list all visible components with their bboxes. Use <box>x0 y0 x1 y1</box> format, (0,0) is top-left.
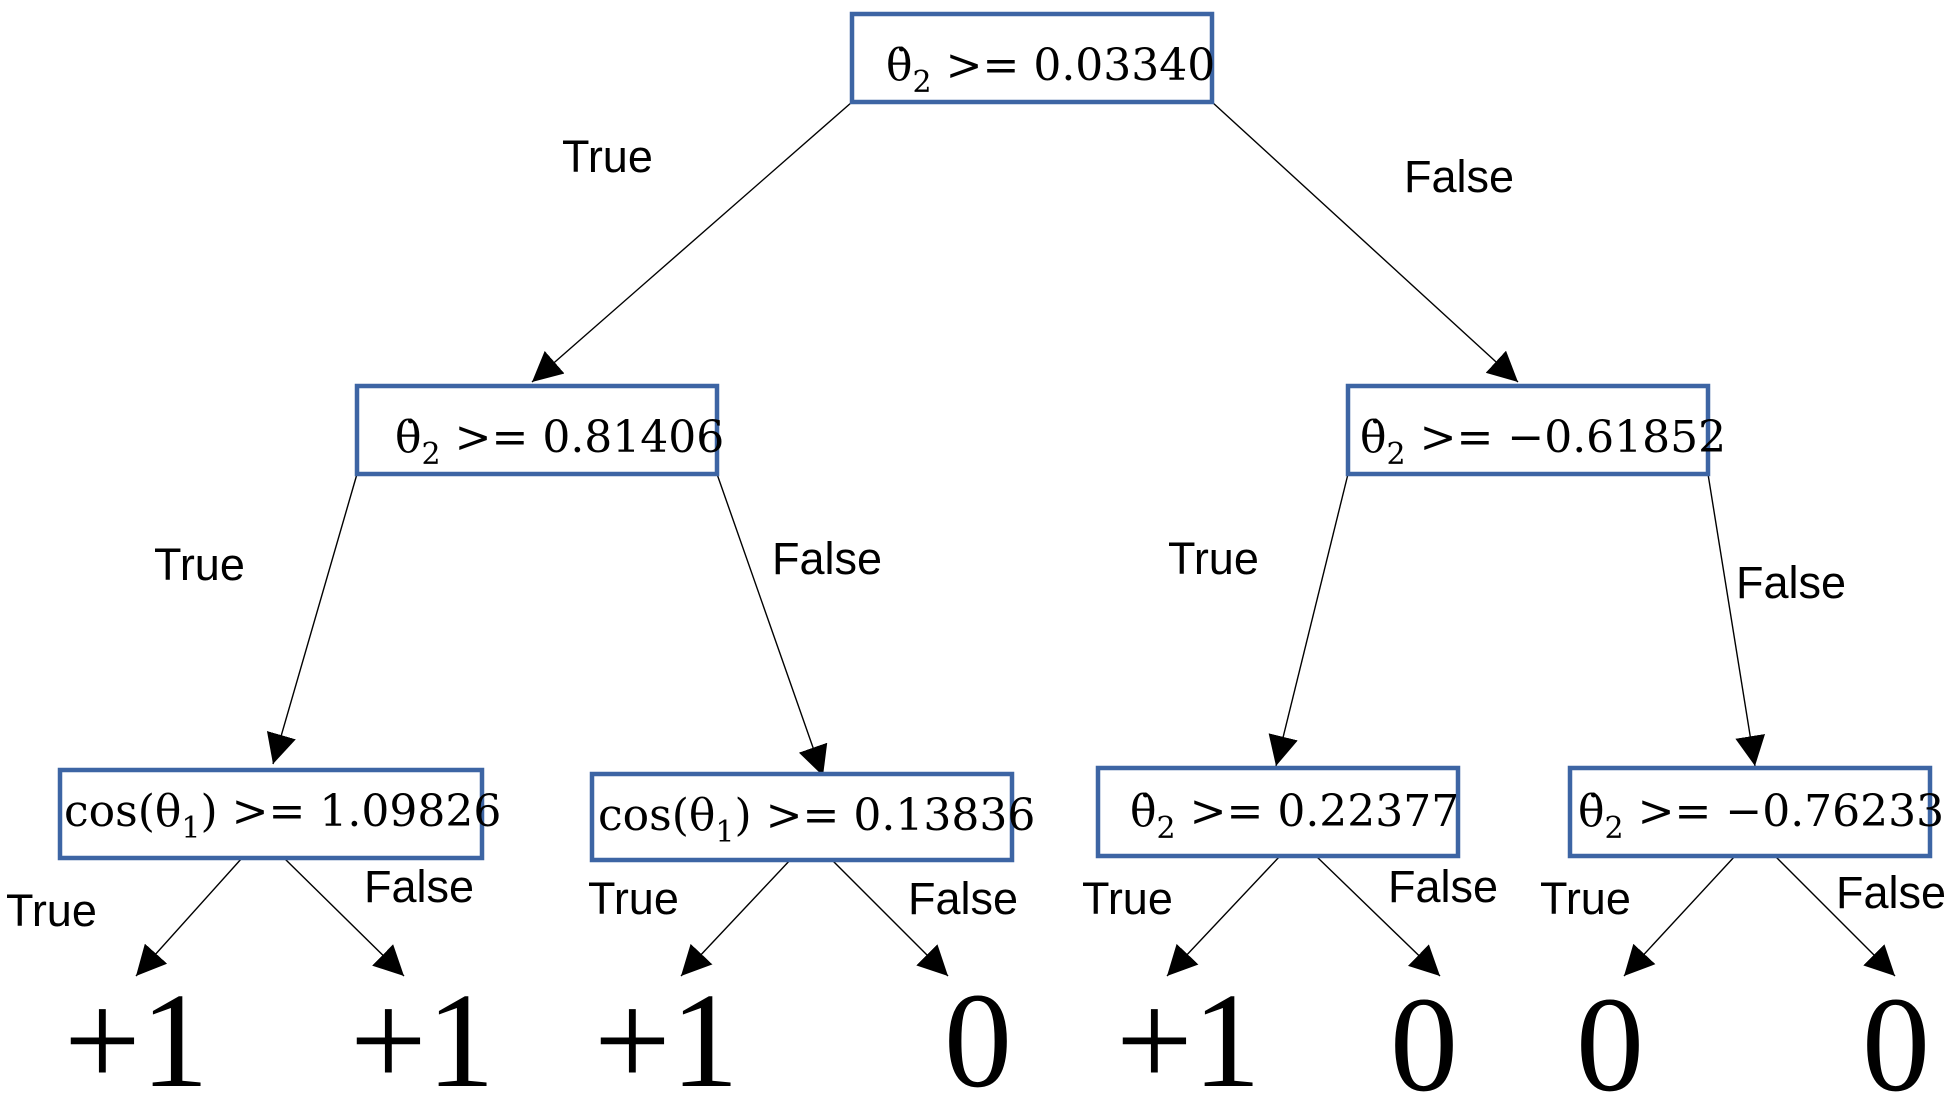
edge-rl-true <box>1166 855 1281 977</box>
node-rr: θ̇2 >= −0.76233 <box>1567 765 1944 859</box>
edge-l-true <box>266 473 358 765</box>
node-lr-close: ) <box>734 790 751 841</box>
edge-label-rr-true: True <box>1540 873 1631 924</box>
edge-label-lr-false: False <box>908 873 1018 924</box>
edge-label-l-false: False <box>772 533 882 584</box>
leaf-6: 0 <box>1390 970 1458 1108</box>
svg-text:cos(θ1)>=1.09826: cos(θ1) >= 1.09826 <box>64 786 501 846</box>
svg-text:θ̇2>=−0.61852: θ̇2 >= −0.61852 <box>1360 412 1726 472</box>
node-ll-value: 1.09826 <box>319 786 501 837</box>
edge-label-rl-true: True <box>1082 873 1173 924</box>
edge-label-ll-false: False <box>364 861 474 912</box>
node-rl-var: θ̇ <box>1130 786 1157 837</box>
node-rr-var: θ̇ <box>1578 786 1605 837</box>
edge-rl-false <box>1315 855 1441 977</box>
node-root-sub: 2 <box>913 65 932 100</box>
node-l-value: 0.81406 <box>542 412 724 463</box>
node-rl-sub: 2 <box>1157 811 1176 846</box>
svg-text:cos(θ1)>=0.13836: cos(θ1) >= 0.13836 <box>598 790 1035 850</box>
edge-label-root-true: True <box>562 131 653 182</box>
leaf-4: 0 <box>944 966 1012 1108</box>
svg-text:θ̇2>=0.03340: θ̇2 >= 0.03340 <box>886 40 1215 100</box>
node-rl-value: 0.22377 <box>1277 786 1459 837</box>
node-root-op: >= <box>946 40 1020 91</box>
edge-label-ll-true: True <box>6 885 97 936</box>
node-l-sub: 2 <box>422 437 441 472</box>
node-rr-value: −0.76233 <box>1725 786 1944 837</box>
node-r-op: >= <box>1420 412 1494 463</box>
edge-rr-false <box>1774 855 1896 977</box>
node-r-value: −0.61852 <box>1507 412 1726 463</box>
edge-label-root-false: False <box>1404 151 1514 202</box>
node-root-value: 0.03340 <box>1033 40 1215 91</box>
node-r-sub: 2 <box>1387 437 1406 472</box>
edge-label-rr-false: False <box>1836 867 1946 918</box>
node-ll-close: ) <box>200 786 217 837</box>
node-lr-fn: cos(θ <box>598 790 715 841</box>
edge-lr-false <box>829 857 949 977</box>
edge-r-false <box>1707 473 1766 767</box>
edge-label-r-false: False <box>1736 557 1846 608</box>
node-ll-fn: cos(θ <box>64 786 181 837</box>
node-root-var: θ̇ <box>886 40 913 91</box>
leaf-3: +1 <box>594 966 739 1108</box>
edge-l-false <box>716 473 828 777</box>
svg-text:θ̇2>=0.22377: θ̇2 >= 0.22377 <box>1130 786 1459 846</box>
node-ll: cos(θ1) >= 1.09826 <box>57 767 501 861</box>
node-rl: θ̇2 >= 0.22377 <box>1095 765 1461 859</box>
node-rr-sub: 2 <box>1605 811 1624 846</box>
edge-lr-true <box>680 857 793 977</box>
edge-ll-true <box>135 857 243 977</box>
leaf-8: 0 <box>1862 970 1930 1108</box>
node-lr-op: >= <box>766 790 840 841</box>
node-r: θ̇2 >= −0.61852 <box>1345 383 1726 477</box>
edge-ll-false <box>283 857 405 977</box>
edge-rr-true <box>1623 855 1736 977</box>
node-ll-op: >= <box>232 786 306 837</box>
edge-label-l-true: True <box>154 539 245 590</box>
node-r-var: θ̇ <box>1360 412 1387 463</box>
leaf-7: 0 <box>1576 970 1644 1108</box>
node-l: θ̇2 >= 0.81406 <box>354 383 724 477</box>
edge-root-true <box>531 101 853 383</box>
node-l-op: >= <box>455 412 529 463</box>
node-rr-op: >= <box>1638 786 1712 837</box>
edge-root-false <box>1211 101 1519 383</box>
node-rl-op: >= <box>1190 786 1264 837</box>
leaf-5: +1 <box>1116 966 1261 1108</box>
svg-text:θ̇2>=0.81406: θ̇2 >= 0.81406 <box>395 412 724 472</box>
edge-label-rl-false: False <box>1388 861 1498 912</box>
svg-text:θ̇2>=−0.76233: θ̇2 >= −0.76233 <box>1578 786 1944 846</box>
edge-r-true <box>1268 473 1349 767</box>
edge-label-lr-true: True <box>588 873 679 924</box>
node-lr: cos(θ1) >= 0.13836 <box>589 771 1035 863</box>
node-ll-sub: 1 <box>181 811 200 846</box>
leaf-1: +1 <box>64 966 209 1108</box>
leaf-2: +1 <box>350 966 495 1108</box>
node-l-var: θ̇ <box>395 412 422 463</box>
edge-label-r-true: True <box>1168 533 1259 584</box>
node-lr-sub: 1 <box>715 815 734 850</box>
node-lr-value: 0.13836 <box>853 790 1035 841</box>
node-root: θ̇2 >= 0.03340 <box>849 11 1215 105</box>
